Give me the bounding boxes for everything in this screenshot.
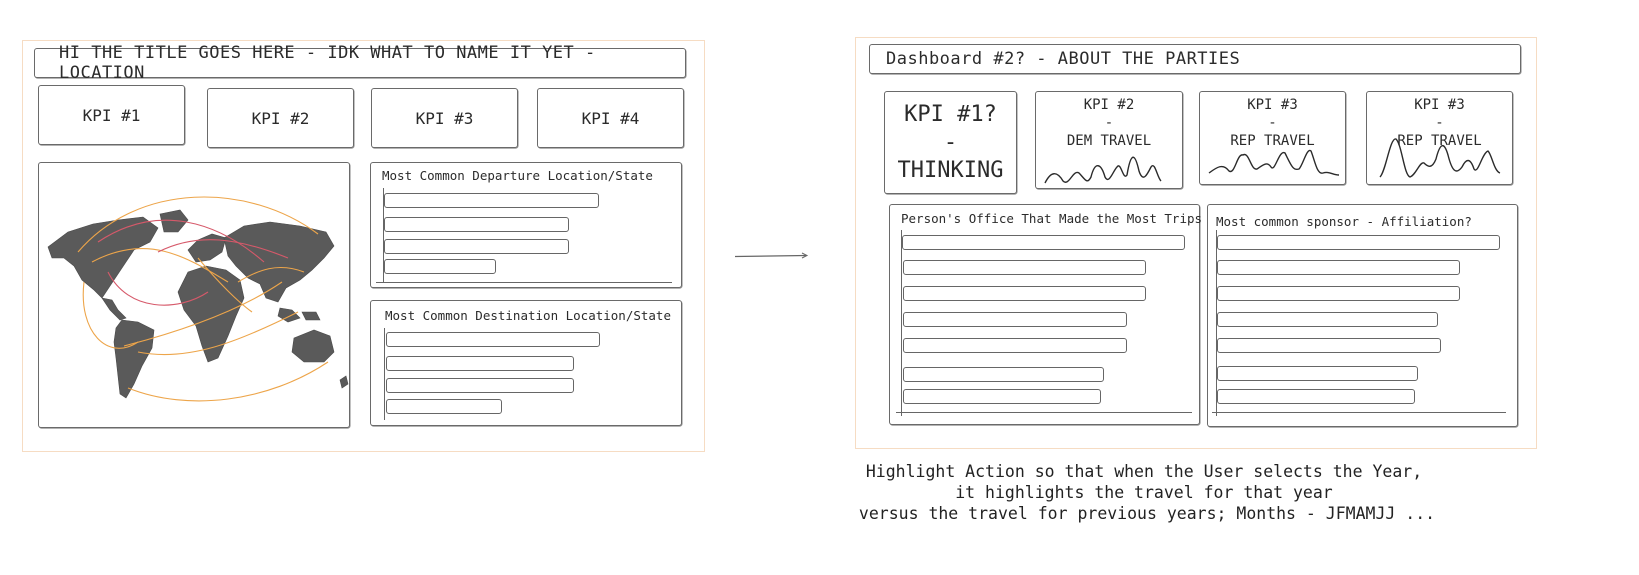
kpi-card-line1: KPI #2 (1083, 97, 1135, 113)
left-dashboard-title-bar: HI THE TITLE GOES HERE - IDK WHAT TO NAM… (34, 43, 686, 83)
kpi-card-line2: - (1268, 115, 1277, 131)
note-line-1: Highlight Action so that when the User s… (865, 462, 1423, 481)
kpi-main-line3: THINKING (897, 157, 1004, 183)
kpi-rep-travel-card: KPI #3 - REP TRAVEL (1199, 91, 1346, 185)
departure-bar-1 (384, 193, 599, 208)
arrow-right-icon (734, 252, 809, 259)
kpi-dem-travel-card: KPI #2 - DEM TRAVEL (1035, 91, 1183, 189)
kpi-rep-travel-card-2: KPI #3 - REP TRAVEL (1366, 91, 1513, 185)
kpi-card-line2: - (1104, 115, 1114, 131)
office-bar-1 (902, 235, 1185, 250)
sparkline-rep-travel (1208, 149, 1340, 176)
sponsor-bar-1 (1217, 235, 1500, 250)
destination-bar-1 (386, 332, 600, 347)
departure-y-axis (383, 188, 384, 282)
kpi-main-card: KPI #1? - THINKING (884, 91, 1017, 194)
sponsor-bar-3 (1217, 286, 1460, 301)
departure-bar-2 (384, 217, 569, 232)
kpi-card-line3: REP TRAVEL (1397, 133, 1482, 149)
destination-bar-4 (386, 399, 502, 414)
sponsor-y-axis (1216, 230, 1217, 416)
kpi-card-line1: KPI #3 (1414, 97, 1465, 113)
office-panel-title: Person's Office That Made the Most Trips (901, 211, 1203, 226)
sponsor-bar-2 (1217, 260, 1460, 275)
office-bar-2 (903, 260, 1146, 275)
destination-y-axis (384, 328, 385, 420)
kpi-card-4: KPI #4 (537, 88, 684, 148)
note-line-3: versus the travel for previous years; Mo… (858, 504, 1436, 523)
destination-bar-2 (386, 356, 574, 371)
kpi-card-3: KPI #3 (371, 88, 518, 148)
office-bar-6 (903, 367, 1104, 382)
kpi-card-2: KPI #2 (207, 88, 354, 148)
sponsor-bar-6 (1217, 366, 1418, 381)
kpi-label: KPI #2 (251, 108, 310, 128)
destination-bar-3 (386, 378, 574, 393)
sponsor-x-axis (1212, 412, 1506, 413)
kpi-card-line3: DEM TRAVEL (1066, 133, 1152, 149)
office-y-axis (901, 230, 902, 416)
sponsor-panel-title: Most common sponsor - Affiliation? (1216, 214, 1472, 229)
sponsor-bar-7 (1217, 389, 1415, 404)
departure-x-axis (376, 282, 672, 283)
kpi-card-line3: REP TRAVEL (1230, 133, 1315, 149)
note-line-2: it highlights the travel for that year (955, 483, 1333, 502)
office-bar-5 (903, 338, 1127, 353)
right-dashboard-title: Dashboard #2? - ABOUT THE PARTIES (886, 49, 1241, 69)
kpi-label: KPI #3 (415, 108, 474, 128)
destination-panel-title: Most Common Destination Location/State (385, 308, 671, 323)
kpi-card-line2: - (1435, 115, 1444, 131)
kpi-main-line1: KPI #1? (904, 101, 997, 127)
right-dashboard-title-bar: Dashboard #2? - ABOUT THE PARTIES (869, 44, 1521, 74)
sparkline-dem-travel (1044, 156, 1162, 184)
world-map-icon (47, 196, 349, 402)
left-dashboard-title: HI THE TITLE GOES HERE - IDK WHAT TO NAM… (59, 43, 596, 83)
departure-panel-title: Most Common Departure Location/State (382, 168, 653, 183)
office-x-axis (896, 412, 1192, 413)
kpi-main-line2: - (943, 129, 958, 155)
sparkline-rep-travel-2 (1379, 138, 1501, 178)
sponsor-bar-4 (1217, 312, 1438, 327)
kpi-card-line1: KPI #3 (1247, 97, 1298, 113)
kpi-label: KPI #1 (82, 105, 141, 125)
office-bar-7 (903, 389, 1101, 404)
kpi-label: KPI #4 (581, 108, 640, 128)
sponsor-bar-5 (1217, 338, 1441, 353)
departure-bar-3 (384, 239, 569, 254)
departure-bar-4 (384, 259, 496, 274)
office-bar-3 (903, 286, 1146, 301)
office-bar-4 (903, 312, 1127, 327)
kpi-card-1: KPI #1 (38, 85, 185, 145)
